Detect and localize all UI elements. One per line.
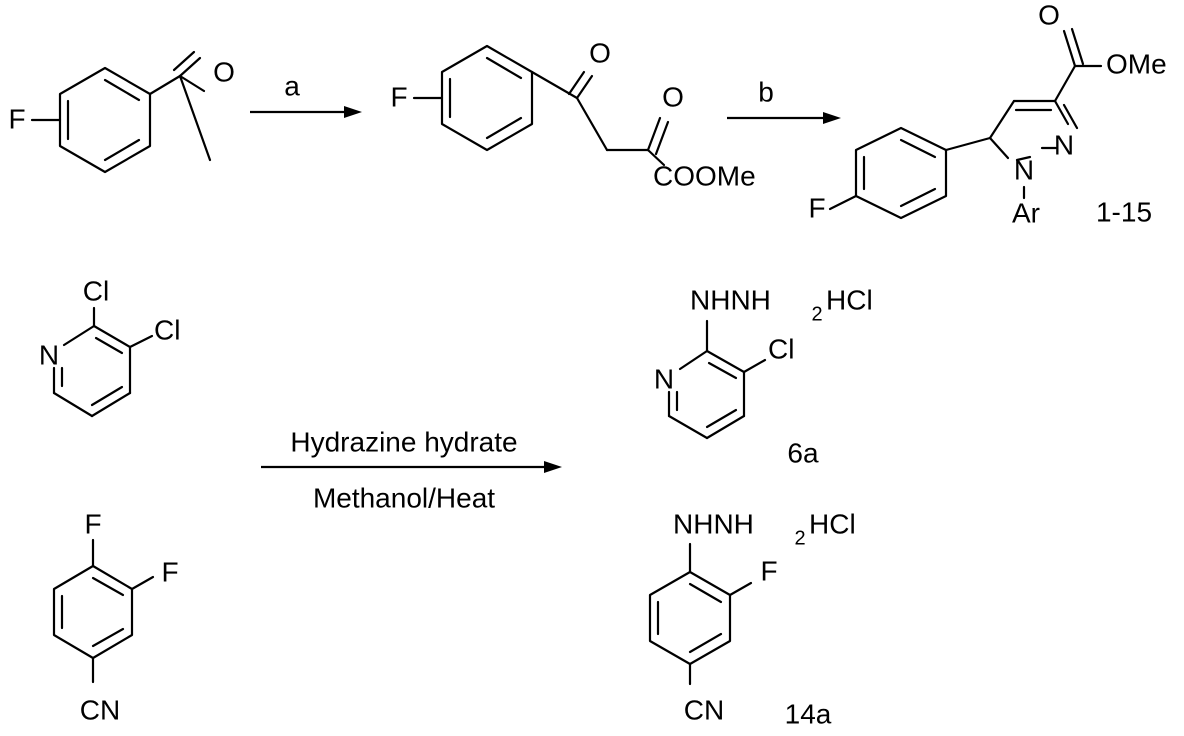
nitrile-label: CN (684, 694, 724, 725)
pyridine-nitrogen-label: N (654, 363, 674, 394)
hydrochloride-label: HCl (826, 284, 873, 315)
aryl-substituent-label: Ar (1012, 197, 1040, 228)
hydrazine-group-label: NHNH (690, 284, 771, 315)
reagent-a-label: a (284, 70, 300, 101)
compound-label-1-15: 1-15 (1096, 196, 1152, 227)
fluorine-label: F (760, 555, 777, 586)
fluorine-label: F (161, 556, 178, 587)
nitrile-label: CN (80, 694, 120, 725)
subscript-2-label: 2 (794, 527, 805, 549)
compound-difluorobenzonitrile: F F CN (52, 508, 179, 725)
ketone-oxygen-label: O (662, 81, 684, 112)
chlorine-label: Cl (154, 314, 180, 345)
compound-dichloropyridine: Cl Cl N (39, 275, 180, 418)
chlorine-label: Cl (83, 275, 109, 306)
reagent-b-label: b (758, 76, 774, 107)
compound-label-6a: 6a (787, 437, 819, 468)
arrow-b: b (727, 76, 841, 124)
methoxy-label: OMe (1106, 48, 1167, 79)
compound-label-14a: 14a (785, 698, 832, 729)
carbonyl-oxygen-label: O (213, 56, 235, 87)
pyridine-nitrogen-label: N (39, 339, 59, 370)
pyrazole-nitrogen-label: N (1014, 154, 1034, 185)
compound-diketo-ester: F O O COOMe (390, 37, 755, 191)
fluorine-label: F (390, 81, 407, 112)
reagent-hydrazine-label: Hydrazine hydrate (290, 426, 517, 457)
subscript-2-label: 2 (811, 303, 822, 325)
compound-pyrazole-ester: O OMe N N Ar F 1-15 (808, 0, 1166, 228)
compound-6a: NHNH 2 HCl Cl N 6a (654, 284, 873, 468)
pyrazole-nitrogen-label: N (1054, 129, 1074, 160)
hydrochloride-label: HCl (809, 508, 856, 539)
compound-14a: NHNH 2 HCl F CN 14a (648, 508, 856, 729)
arrow-hydrazine: Hydrazine hydrate Methanol/Heat (261, 426, 562, 513)
conditions-label: Methanol/Heat (313, 482, 495, 513)
chlorine-label: Cl (768, 333, 794, 364)
fluorine-label: F (84, 508, 101, 539)
ester-group-label: COOMe (653, 160, 756, 191)
fluorine-label: F (8, 103, 25, 134)
fluorine-label: F (808, 192, 825, 223)
hydrazine-group-label: NHNH (673, 508, 754, 539)
ester-carbonyl-oxygen-label: O (1038, 0, 1060, 30)
arrow-a: a (250, 70, 362, 118)
ketone-oxygen-label: O (589, 37, 611, 68)
compound-fluoroacetophenone: F O (8, 50, 235, 174)
